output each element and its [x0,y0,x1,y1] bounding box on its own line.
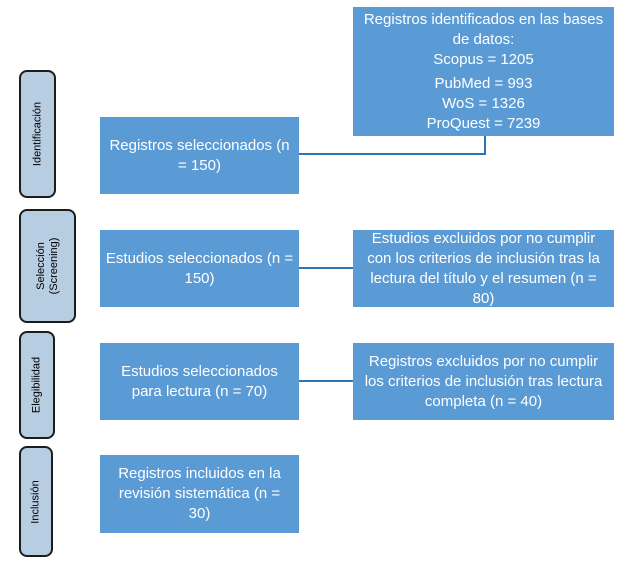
stage-seleccion: Selección (Screening) [19,209,76,323]
excluded-full-line3: completa (n = 40) [424,392,543,410]
excluded-title-line3: lectura del título y el resumen (n = [370,269,597,287]
connector-screening [298,267,354,269]
box-selected-studies: Estudios seleccionados (n = 150) [100,230,299,307]
box-selected-for-reading: Estudios seleccionados para lectura (n =… [100,343,299,420]
connector-databases-horizontal [298,153,486,155]
selected-records-line1: Registros seleccionados (n [109,136,290,154]
reading-line1: Estudios seleccionados [121,362,278,380]
selected-studies-line2: 150) [184,269,215,287]
stage-inclusion: Inclusión [19,446,53,557]
databases-line3: Scopus = 1205 [433,50,534,68]
excluded-full-line2: los criterios de inclusión tras lectura [364,372,603,390]
stage-seleccion-label: Selección (Screening) [35,238,61,295]
excluded-title-line4: 80) [472,289,495,307]
stage-elegibilidad: Elegibilidad [19,331,55,439]
excluded-title-line1: Estudios excluidos por no cumplir [371,229,596,247]
selected-studies-line1: Estudios seleccionados (n = [105,249,294,267]
box-selected-records: Registros seleccionados (n = 150) [100,117,299,194]
box-excluded-full-reading: Registros excluidos por no cumplir los c… [353,343,614,420]
databases-line1: Registros identificados en las bases [363,10,604,28]
databases-line6: ProQuest = 7239 [426,114,541,132]
databases-line4: PubMed = 993 [434,74,533,92]
selected-records-line2: = 150) [178,156,221,174]
databases-line2: de datos: [452,30,515,48]
excluded-title-line2: con los criterios de inclusión tras la [367,249,600,267]
stage-elegibilidad-label: Elegibilidad [30,356,43,414]
stage-seleccion-line2: (Screening) [47,237,60,295]
excluded-full-line1: Registros excluidos por no cumplir [368,352,599,370]
included-line2: revisión sistemática (n = [118,485,281,502]
included-line1: Registros incluidos en la [118,465,281,482]
box-included-records: Registros incluidos en la revisión siste… [100,455,299,533]
stage-identificacion: Identificación [19,70,56,198]
stage-inclusion-label: Inclusión [29,479,42,524]
stage-identificacion-label: Identificación [31,101,43,167]
connector-eligibility [298,380,354,382]
databases-line5: WoS = 1326 [442,94,525,112]
stage-seleccion-line1: Selección [34,242,47,290]
box-excluded-title-abstract: Estudios excluidos por no cumplir con lo… [353,230,614,307]
box-databases-identified: Registros identificados en las bases de … [353,7,614,136]
reading-line2: para lectura (n = 70) [131,382,268,400]
connector-databases-vertical [484,135,486,155]
included-line3: 30) [188,505,211,522]
